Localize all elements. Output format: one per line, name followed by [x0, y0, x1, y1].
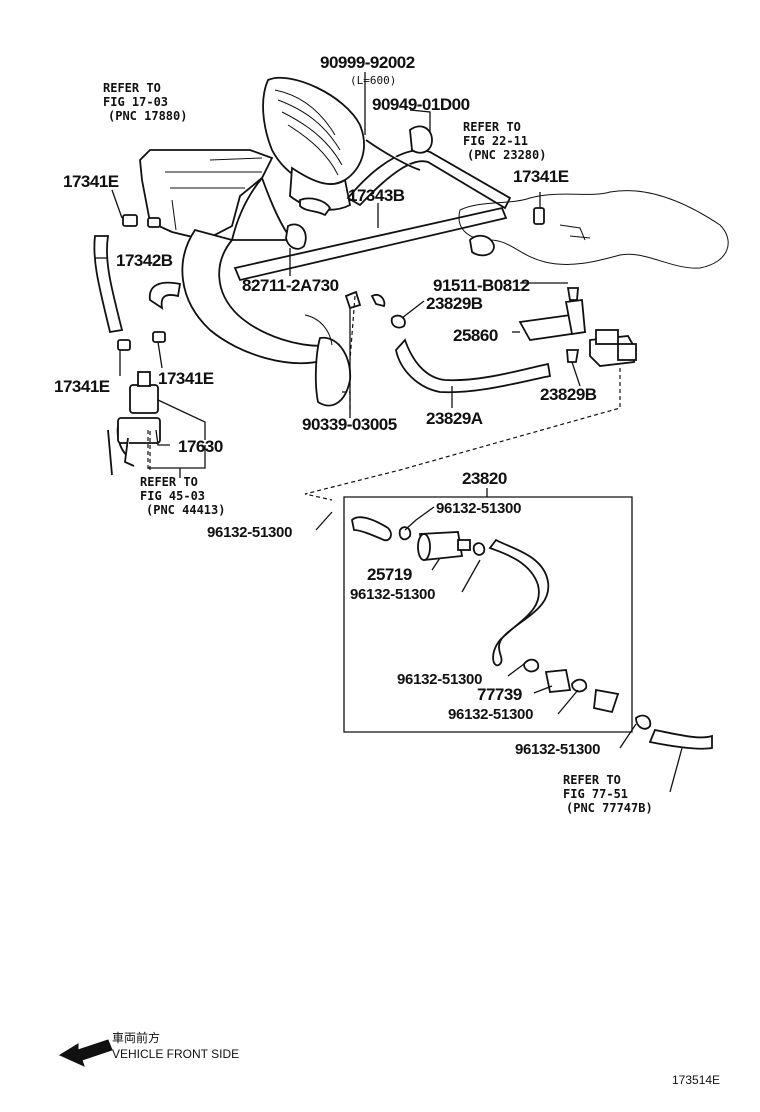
label-25719: 25719 — [367, 565, 412, 584]
ref-fig-77-51-line1: REFER TO — [563, 773, 621, 787]
label-96132-51300-e: 96132-51300 — [448, 706, 533, 723]
label-96132-51300-f: 96132-51300 — [515, 741, 600, 758]
engine-outline — [458, 190, 729, 269]
label-17343b: 17343B — [348, 186, 405, 205]
label-23829a: 23829A — [426, 409, 483, 428]
intake-hose — [181, 228, 352, 407]
label-77739: 77739 — [477, 685, 522, 704]
assembly-23820-box — [343, 488, 633, 733]
label-96132-51300-a: 96132-51300 — [436, 500, 521, 517]
ref-fig-22-11-line2: FIG 22-11 — [463, 134, 528, 148]
air-cleaner-housing — [139, 149, 274, 241]
label-23820: 23820 — [462, 469, 507, 488]
ref-fig-17-03-line3: (PNC 17880) — [108, 109, 187, 123]
vehicle-front-en: VEHICLE FRONT SIDE — [112, 1047, 239, 1061]
vehicle-front-jp: 車両前方 — [112, 1030, 160, 1045]
hose-23829a — [395, 338, 552, 394]
vacuum-pipes — [93, 139, 512, 334]
label-96132-51300-c: 96132-51300 — [350, 586, 435, 603]
ref-fig-17-03-line2: FIG 17-03 — [103, 95, 168, 109]
label-17342b: 17342B — [116, 251, 173, 270]
ref-fig-45-03-line3: (PNC 44413) — [146, 503, 225, 517]
ref-fig-17-03-line1: REFER TO — [103, 81, 161, 95]
ref-fig-22-11-line1: REFER TO — [463, 120, 521, 134]
vehicle-front-arrow — [58, 1039, 113, 1067]
label-23829b-upper: 23829B — [426, 294, 483, 313]
label-17630: 17630 — [178, 437, 223, 456]
labels: 90999-92002 (L=600) 90949-01D00 REFER TO… — [54, 53, 720, 1087]
label-96132-51300-b: 96132-51300 — [207, 524, 292, 541]
intake-bellows — [230, 76, 365, 241]
label-90999-92002: 90999-92002 — [320, 53, 415, 72]
label-17341e-bottom-right: 17341E — [158, 369, 214, 388]
outlet-hose — [648, 728, 713, 750]
label-90949-01d00: 90949-01D00 — [372, 95, 470, 114]
ref-fig-77-51-line3: (PNC 77747B) — [566, 801, 653, 815]
label-96132-51300-d: 96132-51300 — [397, 671, 482, 688]
label-90339-03005: 90339-03005 — [302, 415, 397, 434]
dash-link — [304, 368, 621, 501]
ref-fig-77-51-line2: FIG 77-51 — [563, 787, 628, 801]
leader-lines — [95, 72, 683, 793]
ref-fig-45-03-line2: FIG 45-03 — [140, 489, 205, 503]
label-17341e-bottom-left: 17341E — [54, 377, 110, 396]
label-17341e-top-left: 17341E — [63, 172, 119, 191]
ref-fig-45-03-line1: REFER TO — [140, 475, 198, 489]
vsv-bracket — [518, 287, 637, 367]
clips-group — [117, 125, 545, 351]
vacuum-valve — [107, 371, 161, 476]
label-17341e-top-right: 17341E — [513, 167, 569, 186]
label-82711-2a730: 82711-2A730 — [242, 276, 339, 295]
label-91511-b0812: 91511-B0812 — [433, 276, 530, 295]
label-length-note: (L=600) — [350, 74, 396, 87]
diagram-id: 173514E — [672, 1073, 720, 1087]
label-23829b-lower: 23829B — [540, 385, 597, 404]
drawing — [58, 76, 729, 1067]
ref-fig-22-11-line3: (PNC 23280) — [467, 148, 546, 162]
label-25860: 25860 — [453, 326, 498, 345]
